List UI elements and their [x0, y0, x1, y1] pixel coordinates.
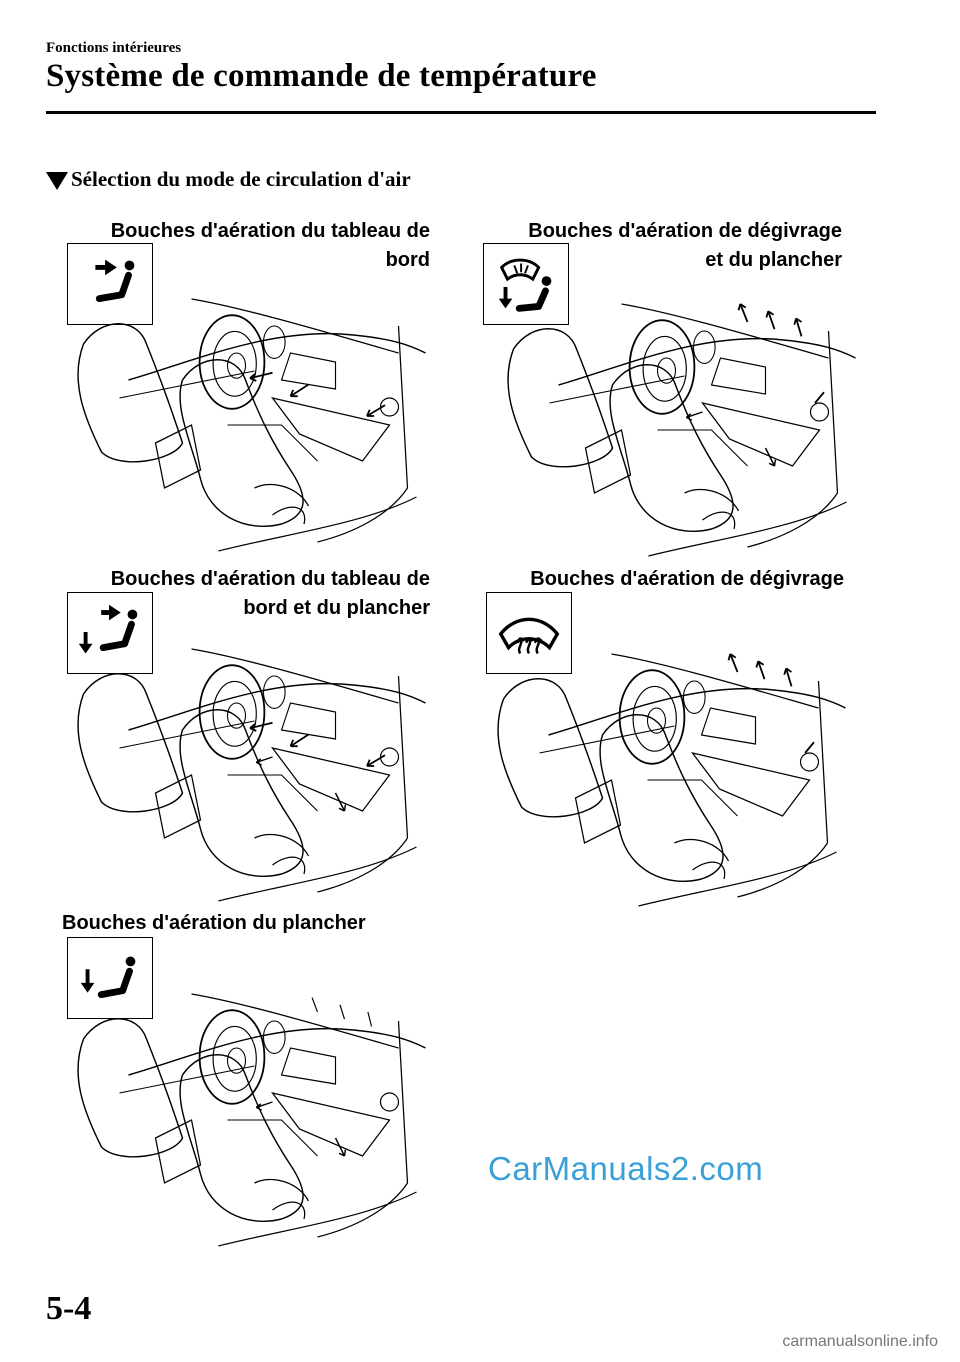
section-heading-text: Sélection du mode de circulation d'air — [71, 167, 411, 191]
defrost-floor-icon — [483, 243, 569, 325]
triangle-bullet-icon — [46, 171, 68, 190]
floor-vent-icon — [67, 937, 153, 1019]
section-heading: Sélection du mode de circulation d'air — [46, 167, 411, 192]
chapter-heading: Fonctions intérieures — [46, 40, 182, 56]
watermark-text: CarManuals2.com — [488, 1150, 764, 1187]
page-number: 5-4 — [46, 1290, 92, 1327]
page-title: Système de commande de température — [46, 58, 597, 94]
title-rule — [46, 111, 876, 114]
interior-illustration-defrost — [480, 645, 860, 915]
mode-label-defrost: Bouches d'aération de dégivrage — [530, 568, 844, 590]
interior-illustration-face — [60, 290, 440, 560]
mode-label-face: Bouches d'aération du tableau de bord — [110, 220, 430, 271]
footer-site: carmanualsonline.info — [782, 1333, 938, 1350]
bilevel-vent-icon — [67, 592, 153, 674]
interior-illustration-floor — [60, 985, 440, 1255]
face-vent-icon — [67, 243, 153, 325]
mode-label-floor: Bouches d'aération du plancher — [62, 912, 366, 934]
interior-illustration-bilevel — [60, 640, 440, 910]
mode-label-bilevel: Bouches d'aération du tableau de bord et… — [110, 568, 430, 619]
mode-label-defrost-floor: Bouches d'aération de dégivrage et du pl… — [528, 220, 842, 271]
defroster-icon — [486, 592, 572, 674]
interior-illustration-defrost-floor — [490, 295, 870, 565]
